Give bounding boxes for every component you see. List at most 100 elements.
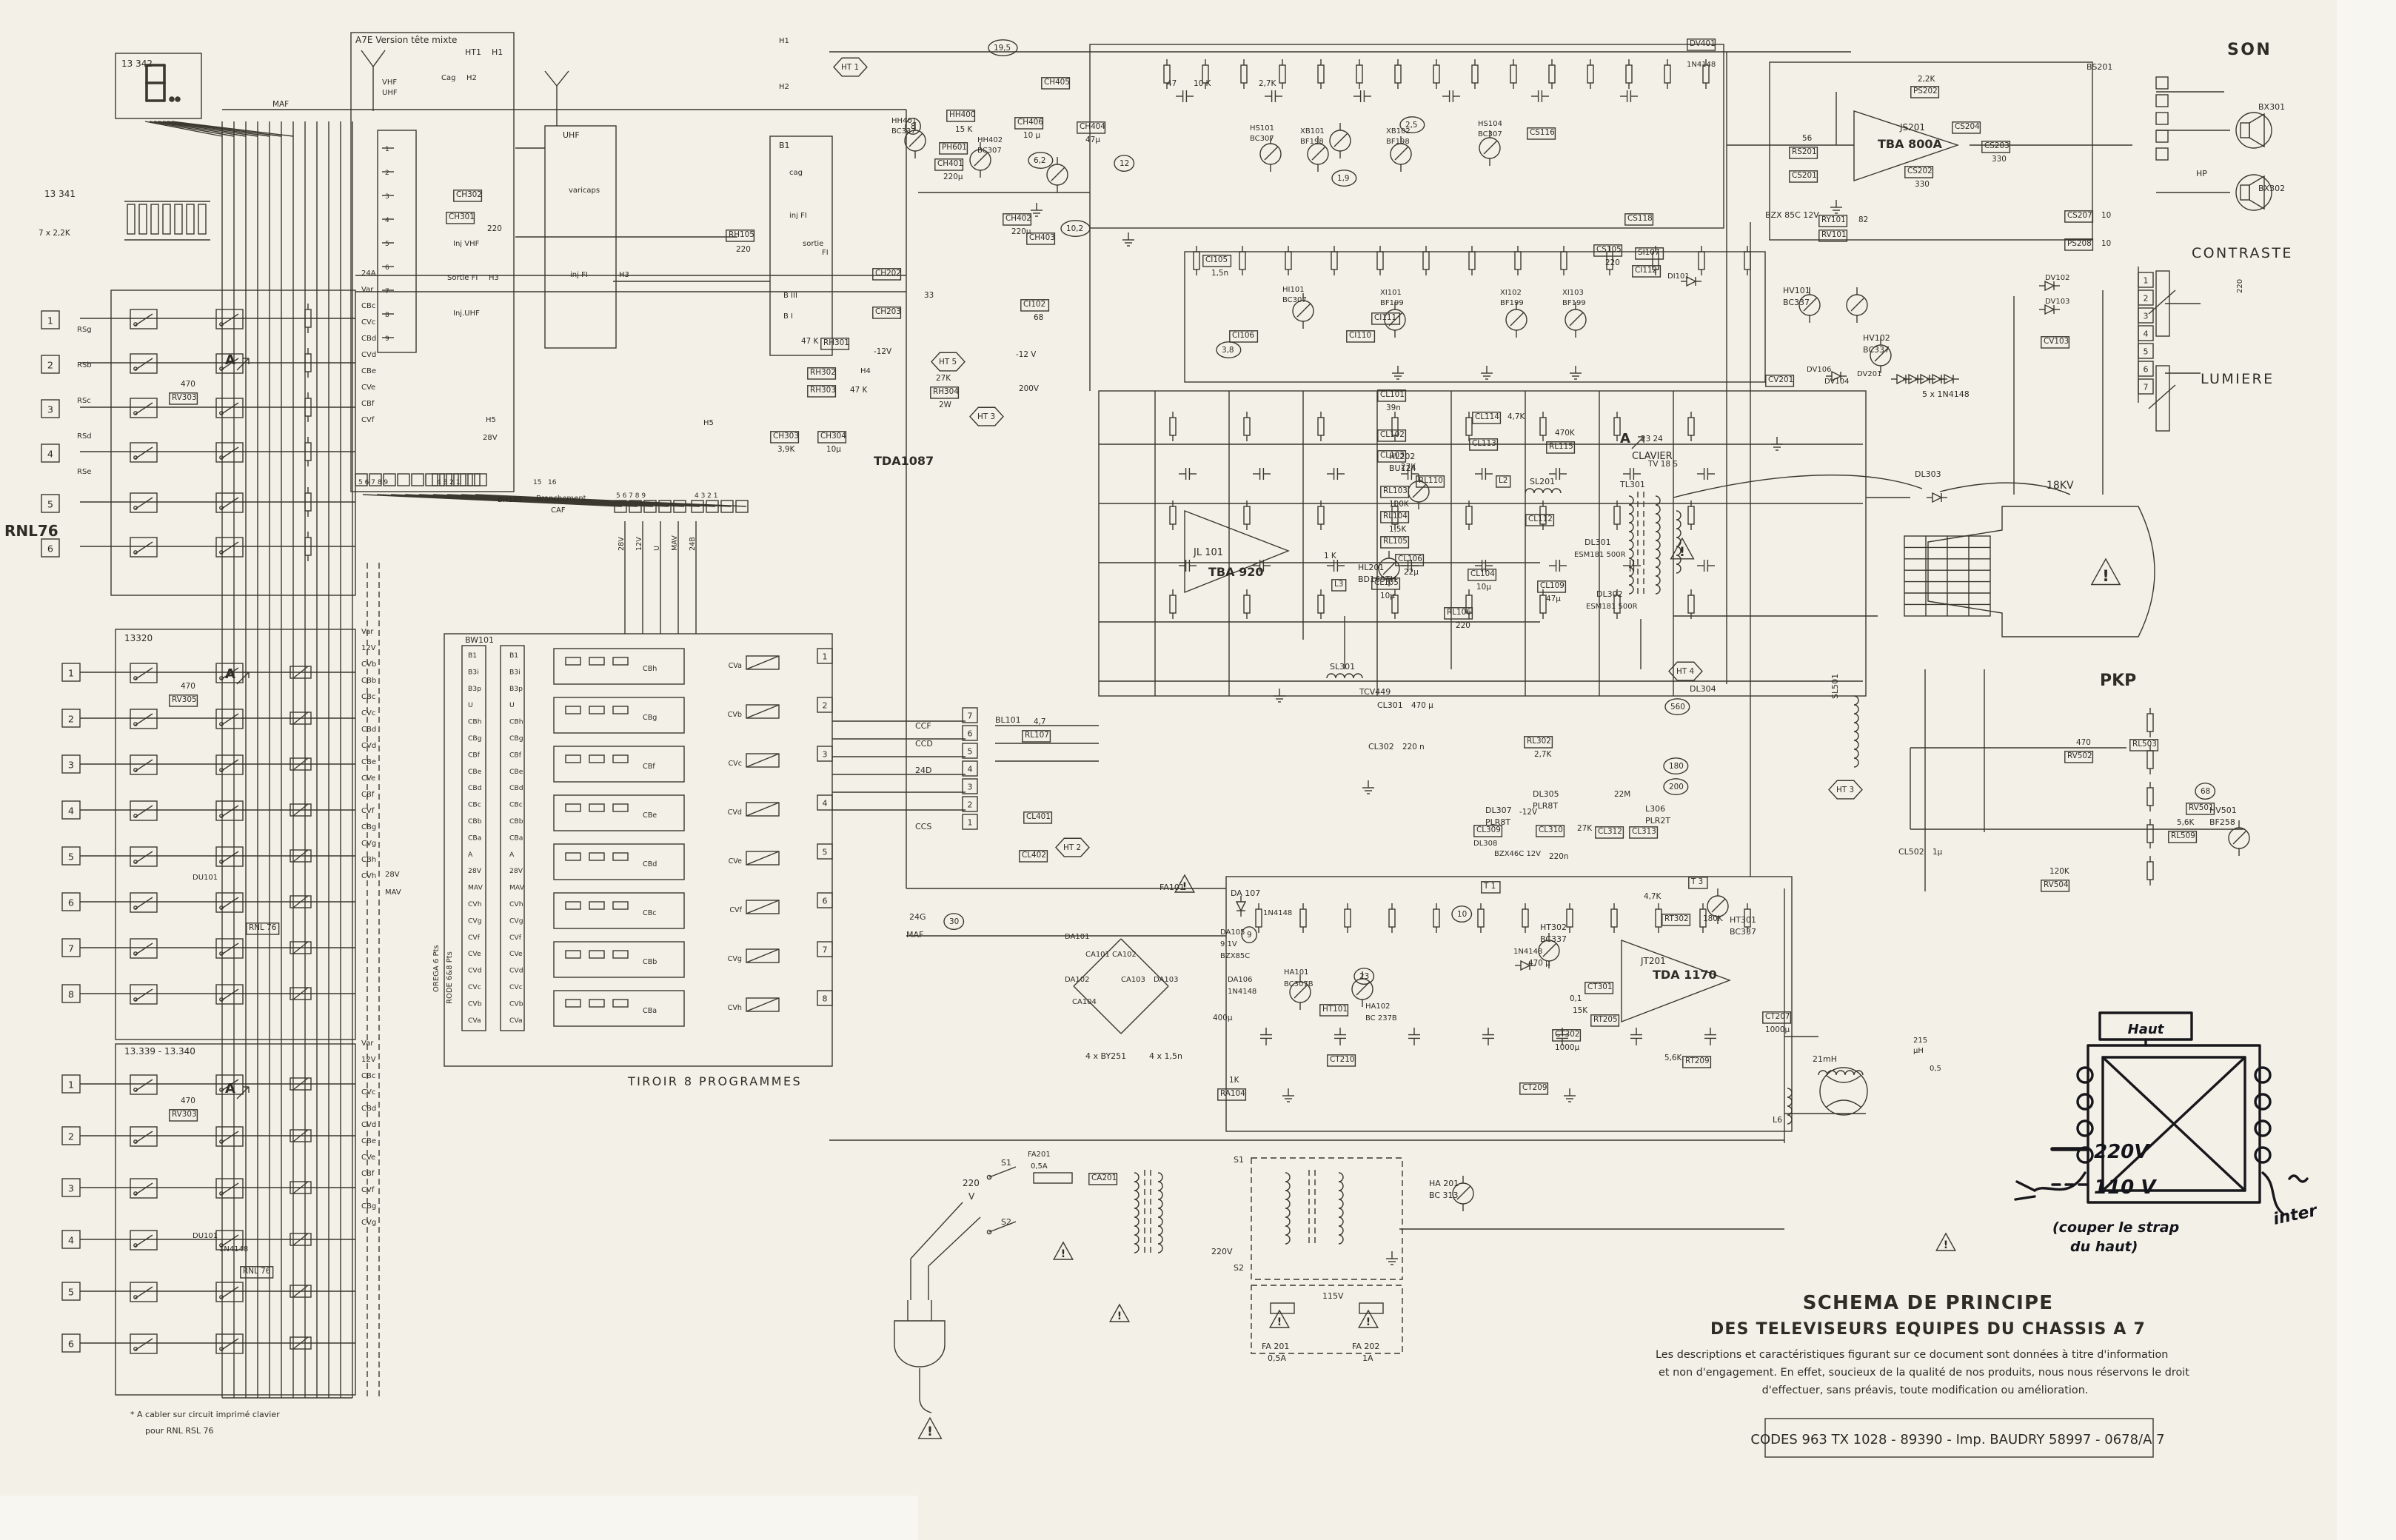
schematic-decor <box>134 805 153 818</box>
schematic-decor <box>134 667 153 680</box>
schematic-label: CA102 <box>1112 951 1137 959</box>
schematic-label: CI106 <box>1232 331 1254 340</box>
label-box <box>934 158 964 171</box>
schematic-decor <box>817 892 833 908</box>
schematic-label: -12 V <box>1016 350 1037 359</box>
schematic-label: 1K <box>1229 1076 1240 1085</box>
pin-number: 7 <box>68 943 74 954</box>
schematic-decor <box>215 800 244 821</box>
schematic-label: RL503 <box>2132 740 2157 749</box>
schematic-label: CL310 <box>1539 826 1563 834</box>
schematic-label: 1N4148 <box>1513 948 1542 956</box>
tiroir-pin-label: U <box>468 701 473 709</box>
schematic-label: DI101 <box>1667 272 1690 281</box>
schematic-label: RY101 <box>1821 215 1846 224</box>
schematic-label: 3,8 <box>1222 346 1234 355</box>
schematic-label: 4 x 1,5n <box>1149 1051 1182 1061</box>
schematic-decor <box>290 987 312 1000</box>
schematic-label: HV101 <box>1783 286 1810 295</box>
schematic-decor <box>220 759 239 772</box>
schematic-decor <box>290 1129 312 1142</box>
schematic-decor <box>1412 483 1427 498</box>
schematic-label: HL202 <box>1389 452 1415 461</box>
resistor-symbol <box>1299 903 1307 933</box>
schematic-label: FA201 <box>1028 1151 1051 1159</box>
schematic-decor <box>1053 1241 1074 1260</box>
label-box <box>726 230 755 242</box>
trimmer-symbol <box>290 1285 312 1298</box>
label-box <box>1687 38 1716 51</box>
pushbutton-symbol <box>130 398 158 418</box>
schematic-decor <box>61 1074 81 1094</box>
resistor-symbol <box>1193 246 1200 275</box>
schematic-label: 22M <box>1614 790 1630 799</box>
schematic-decor <box>746 948 780 963</box>
module-frame <box>115 53 202 119</box>
tiroir-pin-label: CBe <box>468 768 482 776</box>
lumiere-label: LUMIERE <box>2201 371 2275 387</box>
schematic-label: CCS <box>915 822 931 831</box>
schematic-decor <box>133 951 138 956</box>
schematic-decor <box>988 1166 1017 1178</box>
bus-label: CVe <box>361 774 375 783</box>
schematic-subtitle: DES TELEVISEURS EQUIPES DU CHASSIS A 7 <box>1710 1320 2146 1339</box>
schematic-decor <box>292 1285 309 1298</box>
schematic-label: 56 <box>1802 134 1812 143</box>
label-circle <box>1060 220 1091 237</box>
schematic-label: VHF <box>382 78 397 87</box>
resistor-symbol <box>1243 589 1251 619</box>
resistor-symbol <box>174 204 183 235</box>
pin-number: 3 <box>968 782 973 791</box>
pushbutton-symbol <box>215 709 244 729</box>
schematic-label: 16 <box>548 479 557 486</box>
schematic-decor <box>130 892 158 913</box>
numbered-connector <box>817 648 833 1006</box>
schematic-decor <box>1711 898 1726 913</box>
antenna-icon <box>361 50 386 111</box>
schematic-decor <box>928 1216 981 1267</box>
program-slider <box>746 704 780 719</box>
schematic-label: RL115 <box>1549 442 1573 451</box>
pushbutton-symbol <box>215 938 244 959</box>
schematic-decor <box>962 725 978 741</box>
schematic-label: 13 342 <box>121 58 153 69</box>
schematic-label: 1 K <box>1324 552 1337 560</box>
label-box <box>1682 1056 1712 1068</box>
bus-label: CVf <box>361 807 375 815</box>
schematic-decor <box>219 1191 224 1196</box>
schematic-label: RV303 <box>172 393 197 402</box>
label-box <box>1584 982 1614 994</box>
schematic-decor <box>130 1333 158 1354</box>
schematic-decor <box>215 398 244 418</box>
schematic-decor <box>219 366 224 371</box>
label-box <box>1327 1054 1356 1067</box>
schematic-decor <box>292 666 309 679</box>
schematic-label: CS207 <box>2067 211 2092 220</box>
resistor-symbol <box>1465 412 1473 441</box>
schematic-decor <box>292 712 309 725</box>
pin-number: 5 <box>968 746 973 756</box>
resistor-symbol <box>1255 903 1262 933</box>
schematic-decor <box>149 121 235 137</box>
capacitor-symbol <box>1176 90 1194 102</box>
label-hexagon <box>931 352 966 372</box>
schematic-label: H1 <box>779 37 789 45</box>
ground-symbol <box>1386 1251 1398 1265</box>
schematic-label: cag <box>789 169 803 177</box>
schematic-label: CL102 <box>1380 430 1405 439</box>
schematic-decor <box>215 1282 244 1302</box>
schematic-label: CH406 <box>1017 118 1043 127</box>
schematic-label: HH402 <box>977 136 1003 144</box>
resistor-symbol <box>2146 856 2154 886</box>
schematic-label: RH105 <box>729 230 754 239</box>
schematic-decor <box>817 843 833 860</box>
schematic-label: RH301 <box>823 338 849 347</box>
hand-tilde <box>2288 1174 2309 1183</box>
coil-symbol <box>1338 1172 1344 1245</box>
schematic-decor <box>1631 436 1644 449</box>
schematic-decor <box>962 814 978 830</box>
schematic-label: BF198 <box>1300 138 1324 146</box>
schematic-label: 2,2K <box>1918 75 1936 84</box>
program-slider <box>746 753 780 768</box>
schematic-decor <box>220 713 239 726</box>
